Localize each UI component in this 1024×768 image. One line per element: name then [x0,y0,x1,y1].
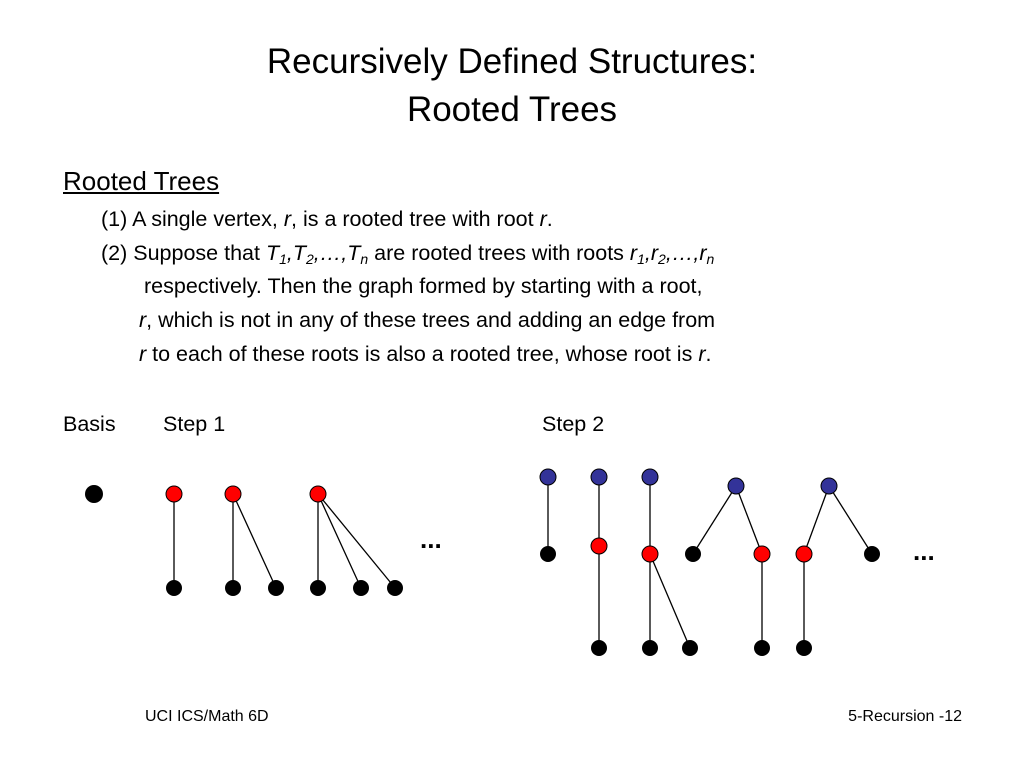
step2-label: Step 2 [542,412,605,436]
step1-ellipsis: ... [420,524,442,554]
vertex [310,580,326,596]
footer-slide-number: 5-Recursion -12 [848,708,962,725]
vertex [540,546,556,562]
root-vertex [224,485,242,503]
rule-2-line-1: (2) Suppose that T1,T2,…,Tn are rooted t… [101,241,715,267]
root-vertex [590,468,608,486]
vertex [387,580,403,596]
vertex [682,640,698,656]
title-line-1: Recursively Defined Structures: [266,42,758,81]
step2-tree-4 [685,477,771,656]
step1-tree-3 [309,485,403,596]
basis-label: Basis [63,412,116,436]
section-heading: Rooted Trees [63,166,220,196]
step2-ellipsis: ... [913,536,935,566]
vertex [642,640,658,656]
rule-1: (1) A single vertex, r, is a rooted tree… [101,207,553,231]
edge [828,485,873,555]
vertex [85,485,103,503]
vertex [641,545,659,563]
vertex [796,640,812,656]
root-vertex [165,485,183,503]
root-vertex [641,468,659,486]
vertex [268,580,284,596]
step2-tree-2 [590,468,608,656]
rule-2-line-3: r, which is not in any of these trees an… [139,308,716,332]
step2-tree-3 [641,468,698,656]
edge [692,485,737,555]
rule-2-line-2: respectively. Then the graph formed by s… [144,274,703,298]
vertex [685,546,701,562]
vertex [353,580,369,596]
edge [232,493,277,589]
slide-title: Recursively Defined Structures: Rooted T… [0,38,1024,134]
edge [649,553,691,649]
root-vertex [820,477,838,495]
step2-tree-5 [795,477,880,656]
step1-tree-2 [224,485,284,596]
edge [317,493,396,589]
vertex [753,545,771,563]
vertex [225,580,241,596]
edge [735,485,763,555]
vertex [590,537,608,555]
vertex [754,640,770,656]
footer-course: UCI ICS/Math 6D [145,708,269,725]
edge [803,485,830,555]
basis-tree [85,485,103,503]
vertex [864,546,880,562]
step1-tree-1 [165,485,183,596]
root-vertex [309,485,327,503]
root-vertex [539,468,557,486]
title-line-2: Rooted Trees [406,90,618,129]
vertex [166,580,182,596]
edge [317,493,362,589]
step1-label: Step 1 [163,412,226,436]
vertex [795,545,813,563]
step2-tree-1 [539,468,557,562]
root-vertex [727,477,745,495]
rule-2-line-4: r to each of these roots is also a roote… [139,342,712,366]
vertex [591,640,607,656]
